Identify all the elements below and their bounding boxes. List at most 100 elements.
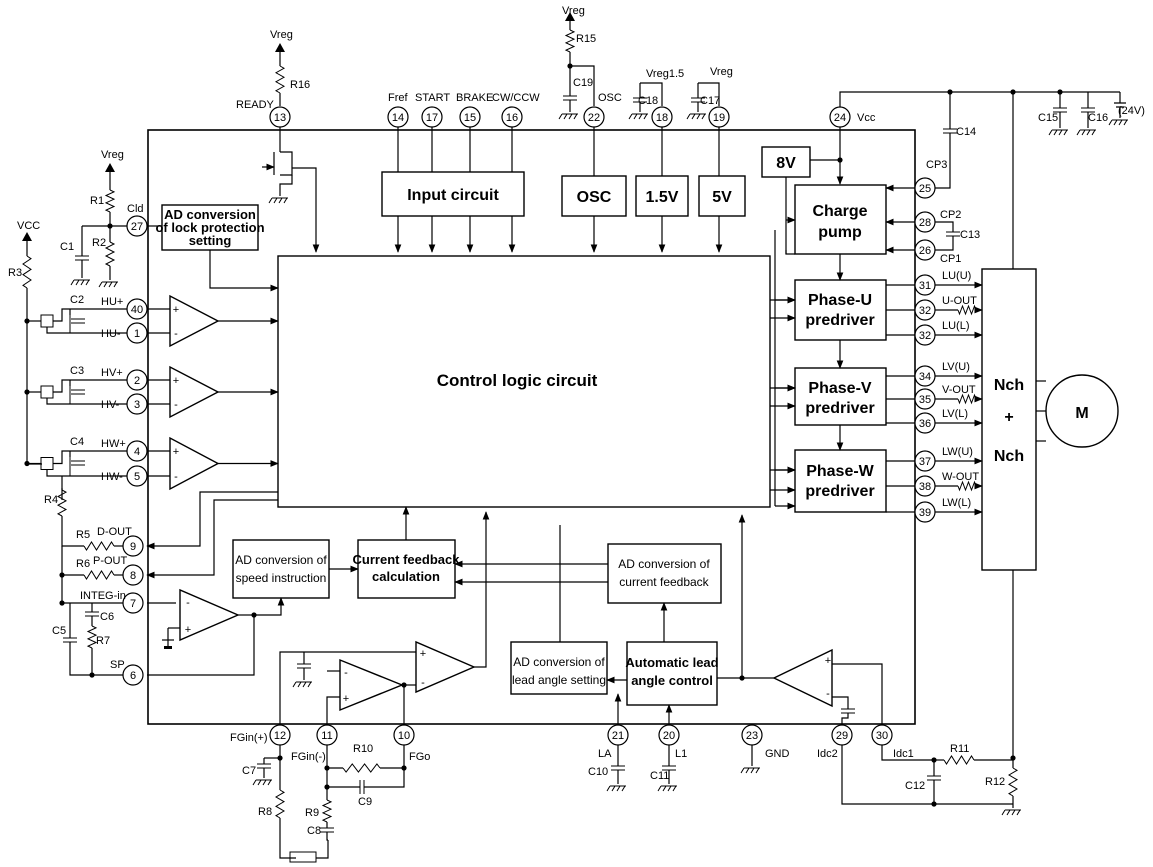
svg-text:current feedback: current feedback (619, 575, 709, 589)
wire (935, 133, 951, 189)
c18-capacitor (633, 97, 647, 103)
label: CP1 (940, 253, 961, 265)
pin-32 (914, 299, 936, 321)
phase-w-predriver-block: Phase-W predriver (794, 449, 887, 513)
wire (147, 615, 255, 676)
pin-number: 18 (656, 112, 668, 124)
wire (53, 450, 127, 465)
label: R6 (76, 558, 90, 570)
label: C10 (588, 766, 608, 778)
control-logic-label: Control logic circuit (437, 371, 598, 390)
pin-number: 22 (588, 112, 600, 124)
pin-number: 8 (130, 570, 136, 582)
op-amp-sign: + (173, 446, 179, 458)
junction-dot (931, 801, 937, 807)
label: BRAKE (456, 92, 493, 104)
c11-ground (657, 785, 677, 792)
pin-number: 25 (919, 183, 931, 195)
label: R12 (985, 776, 1005, 788)
svg-text:calculation: calculation (372, 569, 440, 584)
pin-number: 13 (274, 112, 286, 124)
wire (832, 663, 883, 725)
pin-36 (914, 412, 936, 434)
v8-label: 8V (776, 155, 796, 172)
wire (146, 499, 278, 579)
fg-cap (297, 663, 311, 669)
c15-ground (1048, 129, 1068, 136)
battery-24v (1114, 102, 1126, 108)
wire (69, 642, 123, 676)
pin-29 (831, 724, 853, 746)
label: U-OUT (942, 295, 977, 307)
pin-number: 17 (426, 112, 438, 124)
vreg-r15-arrow (565, 12, 575, 21)
wire (841, 713, 849, 725)
gate-resistor (957, 393, 977, 405)
ref-cell (164, 646, 172, 649)
pin-number: 21 (612, 730, 624, 742)
pin-39 (914, 501, 936, 523)
label: FGo (409, 751, 430, 763)
label: START (415, 92, 450, 104)
ad-lock-protection-block: AD conversion of lock protection setting (155, 204, 265, 251)
pin-14 (387, 106, 409, 128)
svg-text:angle control: angle control (631, 673, 713, 688)
pin-number: 19 (713, 112, 725, 124)
wires (24, 21, 1121, 859)
r15-resistor (564, 29, 576, 53)
wire (326, 696, 340, 725)
c5-capacitor (63, 637, 77, 643)
label: (24V) (1118, 105, 1145, 117)
wire (316, 840, 329, 859)
ad-current-feedback-block: AD conversion of current feedback (607, 543, 722, 604)
pin-4 (126, 440, 148, 462)
v15-label: 1.5V (646, 189, 679, 206)
pin-number: 11 (321, 730, 332, 742)
label: C2 (70, 294, 84, 306)
op-amp-body (339, 658, 404, 712)
junction-dot (24, 460, 30, 467)
wire (279, 818, 296, 859)
label: HW+ (101, 438, 126, 450)
r16-resistor (274, 65, 286, 94)
r9-resistor (321, 799, 333, 823)
label: FGin(+) (230, 732, 268, 744)
pin-19 (708, 106, 730, 128)
svg-text:Nch: Nch (994, 377, 1024, 394)
wire (474, 511, 490, 668)
label: C13 (960, 229, 980, 241)
svg-text:speed instruction: speed instruction (236, 571, 327, 585)
junction-dot (324, 765, 330, 771)
label: Fref (388, 92, 409, 104)
pin-number: 40 (131, 304, 143, 316)
label: LW(L) (942, 497, 971, 509)
pin-32 (914, 324, 936, 346)
label: HU+ (101, 296, 123, 308)
svg-text:AD conversion of: AD conversion of (235, 553, 327, 567)
fg-coil (289, 851, 317, 863)
op-amp-sign: - (174, 328, 178, 340)
label: LV(U) (942, 361, 970, 373)
pin-number: 36 (919, 418, 931, 430)
pin-23 (741, 724, 763, 746)
pin-number: 2 (134, 375, 140, 387)
label: READY (236, 99, 275, 111)
r10-resistor (342, 763, 381, 773)
label: R8 (258, 806, 272, 818)
junction-dot (89, 672, 95, 678)
label: C15 (1038, 112, 1058, 124)
label: FGin(-) (291, 751, 326, 763)
label: Vreg (710, 66, 733, 78)
op-amp-sign: + (173, 375, 179, 387)
svg-text:Phase-V: Phase-V (808, 380, 871, 397)
label: HV+ (101, 367, 123, 379)
c17-capacitor (691, 97, 705, 103)
op-amp-sign: - (826, 688, 830, 700)
vreg-r16-arrow (275, 43, 285, 52)
wire (326, 745, 343, 769)
wire (839, 91, 1120, 107)
label: C4 (70, 436, 84, 448)
label: C17 (700, 95, 720, 107)
pin-18 (651, 106, 673, 128)
